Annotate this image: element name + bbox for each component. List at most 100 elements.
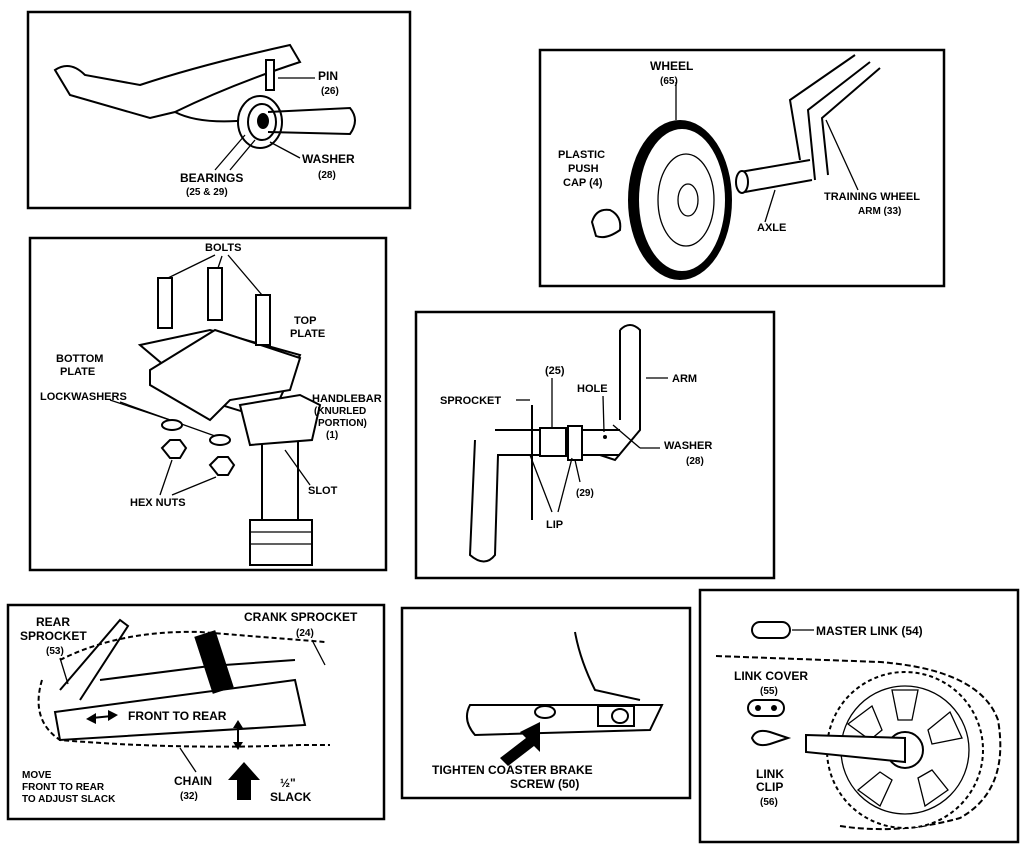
- panel-arm-assembly: (25) SPROCKET HOLE ARM WASHER (28) (29) …: [414, 310, 776, 580]
- panel-wheel: WHEEL (65) PLASTIC PUSH CAP (4) AXLE TRA…: [538, 48, 946, 288]
- seat-stay: [59, 618, 130, 701]
- arm-label-1: TRAINING WHEEL: [824, 191, 920, 203]
- hex-nut-2: [208, 456, 236, 476]
- bolt-1: [157, 277, 173, 329]
- bolt-3: [255, 294, 271, 346]
- brake-stay: [465, 704, 664, 737]
- brake-arrow: [500, 722, 540, 766]
- plastic-label: PLASTIC: [558, 149, 605, 161]
- pin-label: PIN: [318, 69, 338, 83]
- panel-master-link: MASTER LINK (54) LINK COVER (55) LINK CL…: [698, 588, 1020, 844]
- link-cover: [747, 699, 785, 717]
- link-cover-number: (55): [760, 686, 778, 697]
- wheel-number: (65): [660, 76, 678, 87]
- link-clip: [750, 729, 792, 747]
- axle-shape: [739, 159, 813, 193]
- bearing-25: [539, 427, 567, 457]
- panel-brake: TIGHTEN COASTER BRAKE SCREW (50): [400, 606, 692, 800]
- handlebar-label-1: HANDLEBAR: [312, 393, 382, 405]
- stem-post: [261, 440, 299, 520]
- move-label-1: MOVE: [22, 770, 52, 781]
- num-29-label: (29): [576, 488, 594, 499]
- num-25-label: (25): [545, 365, 565, 377]
- wheel-label: WHEEL: [650, 59, 693, 73]
- lockwasher-2: [209, 434, 231, 446]
- washer-number-2: (28): [686, 456, 704, 467]
- bolt-2: [207, 267, 223, 321]
- panel-clamp: BOLTS TOP PLATE BOTTOM PLATE LOCKWASHERS…: [28, 236, 388, 572]
- master-link-label: MASTER LINK (54): [816, 624, 923, 638]
- cap-label: CAP (4): [563, 177, 603, 189]
- handlebar-label-3: PORTION): [318, 418, 367, 429]
- master-link: [751, 621, 791, 639]
- sprocket-label: SPROCKET: [440, 395, 501, 407]
- hole-label: HOLE: [577, 383, 608, 395]
- bearing-29: [567, 425, 583, 461]
- push-label: PUSH: [568, 163, 599, 175]
- rear-sprocket-label-2: SPROCKET: [20, 629, 87, 643]
- brake-screw: [534, 705, 556, 719]
- lockwasher-1: [161, 419, 183, 431]
- hex-nut-1: [160, 439, 188, 459]
- link-clip-number: (56): [760, 797, 778, 808]
- bearing-hole: [257, 113, 269, 129]
- top-plate-label-1: TOP: [294, 315, 316, 327]
- wheel-rim: [637, 127, 727, 273]
- washer-label-2: WASHER: [664, 440, 712, 452]
- brake-label-1: TIGHTEN COASTER BRAKE: [432, 763, 593, 777]
- crank-sprocket-number: (24): [296, 628, 314, 639]
- training-wheel-arm: [788, 54, 881, 181]
- pin-number: (26): [321, 86, 339, 97]
- move-label-2: FRONT TO REAR: [22, 782, 105, 793]
- arm-shape: [599, 324, 641, 462]
- wheel-hub: [677, 183, 699, 217]
- chain-number: (32): [180, 791, 198, 802]
- crank-arm: [194, 630, 234, 694]
- handlebar: [238, 393, 322, 447]
- crank-arm-2: [805, 733, 906, 764]
- stem-base: [249, 519, 313, 566]
- chain-bottom: [37, 679, 330, 748]
- arm-label-2: ARM (33): [858, 206, 901, 217]
- rear-sprocket-label-1: REAR: [36, 615, 70, 629]
- pin-shape: [265, 59, 275, 91]
- lockwashers-label: LOCKWASHERS: [40, 391, 127, 403]
- washer-number: (28): [318, 170, 336, 181]
- chain-loop: [715, 655, 1002, 831]
- link-clip-label-2: CLIP: [756, 780, 783, 794]
- link-clip-label-1: LINK: [756, 767, 784, 781]
- link-cover-label: LINK COVER: [734, 669, 808, 683]
- bolts-label: BOLTS: [205, 242, 241, 254]
- move-label-3: TO ADJUST SLACK: [22, 794, 116, 805]
- chain-top: [59, 630, 326, 661]
- crank-sprocket-label: CRANK SPROCKET: [244, 610, 358, 624]
- slot-label: SLOT: [308, 485, 338, 497]
- slack-label: SLACK: [270, 790, 312, 804]
- axle-rod: [267, 106, 356, 136]
- chain-label: CHAIN: [174, 774, 212, 788]
- hex-nuts-label: HEX NUTS: [130, 497, 186, 509]
- half-inch-label: ½": [280, 776, 296, 790]
- top-plate: [149, 328, 302, 422]
- panel-chain-slack: FRONT TO REAR REAR SPROCKET (53) CRANK S…: [6, 603, 386, 821]
- bottom-plate-label-1: BOTTOM: [56, 353, 103, 365]
- panel-pin-bearings: PIN (26) BEARINGS (25 & 29) WASHER (28): [26, 10, 412, 210]
- brake-frame: [574, 631, 641, 701]
- rear-sprocket-label-3: (53): [46, 646, 64, 657]
- brake-label-2: SCREW (50): [510, 777, 579, 791]
- handlebar-label-2: (KNURLED: [314, 406, 366, 417]
- push-cap: [590, 208, 622, 239]
- top-plate-label-2: PLATE: [290, 328, 325, 340]
- slack-arrow: [228, 762, 260, 800]
- lip-label: LIP: [546, 519, 563, 531]
- handlebar-label-4: (1): [326, 430, 338, 441]
- bearings-label: BEARINGS: [180, 171, 243, 185]
- wheel-hub-ring: [657, 153, 715, 247]
- front-to-rear-label: FRONT TO REAR: [128, 709, 227, 723]
- arm-label: ARM: [672, 373, 697, 385]
- bearings-number: (25 & 29): [186, 187, 228, 198]
- frame-tube: [53, 43, 302, 120]
- axle-label: AXLE: [757, 222, 786, 234]
- washer-label: WASHER: [302, 152, 355, 166]
